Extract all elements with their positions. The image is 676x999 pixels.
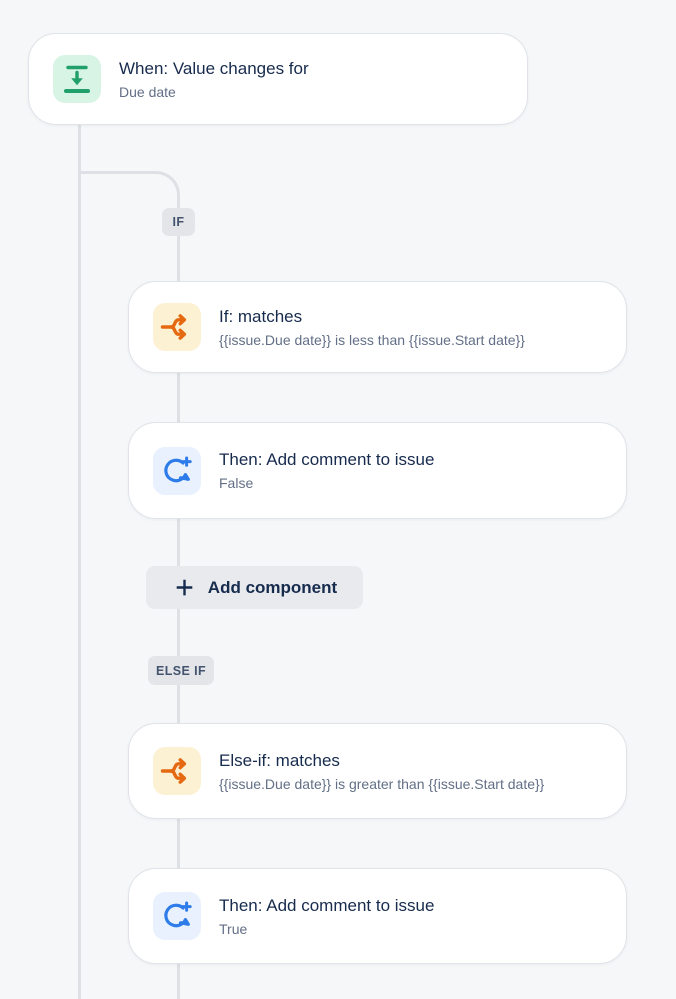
card-subtitle: {{issue.Due date}} is greater than {{iss… xyxy=(219,775,545,792)
card-title: If: matches xyxy=(219,306,303,326)
add-component-label: Add component xyxy=(207,577,338,597)
card-subtitle: False xyxy=(219,475,254,491)
branch-condition-icon xyxy=(153,747,201,795)
card-subtitle: Due date xyxy=(119,83,176,100)
branch-condition-icon xyxy=(153,303,201,351)
card-title: Then: Add comment to issue xyxy=(219,450,435,469)
add-comment-icon xyxy=(153,892,201,940)
add-component-button[interactable]: Add component xyxy=(146,566,363,609)
card-subtitle: {{issue.Due date}} is less than {{issue.… xyxy=(219,331,525,348)
if-condition-card[interactable]: If: matches {{issue.Due date}} is less t… xyxy=(128,281,627,373)
card-title: When: Value changes for xyxy=(119,58,309,78)
then-action-card-true[interactable]: Then: Add comment to issue True xyxy=(128,868,627,964)
else-if-branch-badge: ELSE IF xyxy=(148,656,214,685)
else-if-condition-card[interactable]: Else-if: matches {{issue.Due date}} is g… xyxy=(128,723,627,819)
trigger-card[interactable]: When: Value changes for Due date xyxy=(28,33,528,125)
branch-elbow-line xyxy=(78,171,180,217)
card-title: Else-if: matches xyxy=(219,750,340,770)
then-action-card-false[interactable]: Then: Add comment to issue False xyxy=(128,422,627,519)
add-comment-icon xyxy=(153,446,201,495)
if-branch-badge: IF xyxy=(162,208,195,236)
value-changes-icon xyxy=(53,55,101,103)
plus-icon xyxy=(172,575,197,600)
trigger-connector-line xyxy=(78,124,81,999)
card-title: Then: Add comment to issue xyxy=(219,895,435,915)
card-subtitle: True xyxy=(219,920,248,937)
